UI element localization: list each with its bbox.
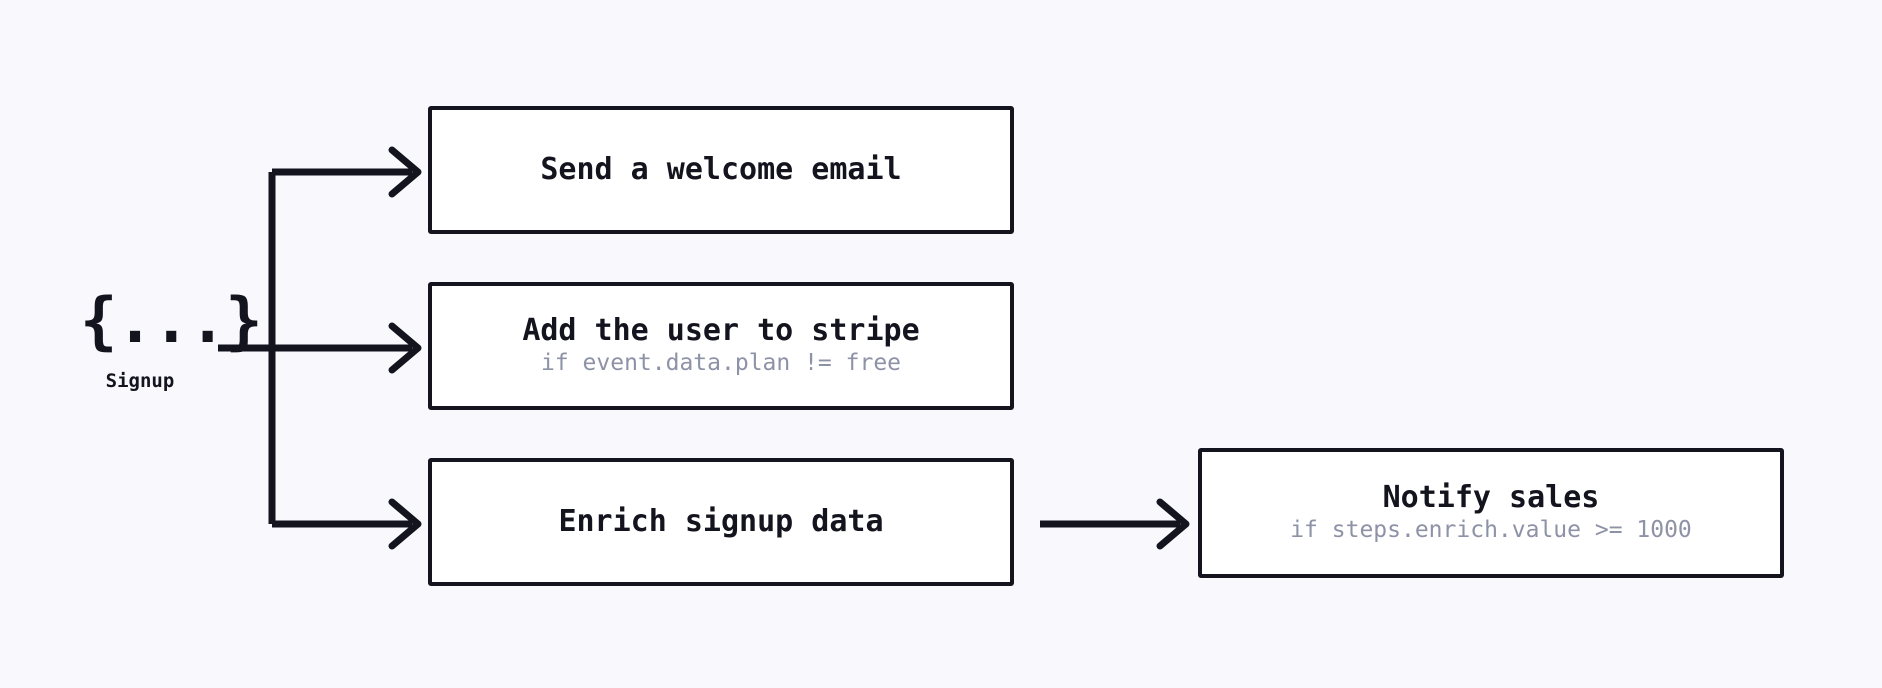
step-condition: if steps.enrich.value >= 1000 (1290, 517, 1692, 544)
step-condition: if event.data.plan != free (540, 350, 902, 377)
step-title: Enrich signup data (558, 503, 884, 539)
step-title: Add the user to stripe (522, 312, 920, 348)
arrowhead-add-user-to-stripe (388, 322, 422, 374)
arrowhead-notify-sales (1156, 498, 1190, 550)
step-title: Notify sales (1382, 479, 1600, 515)
arrowhead-enrich-signup-data (388, 498, 422, 550)
trigger-node-signup[interactable]: {...} Signup (80, 284, 263, 393)
step-node-send-welcome-email[interactable]: Send a welcome email (428, 106, 1014, 234)
step-node-notify-sales[interactable]: Notify sales if steps.enrich.value >= 10… (1198, 448, 1784, 578)
json-braces-icon: {...} (80, 284, 263, 357)
step-node-enrich-signup-data[interactable]: Enrich signup data (428, 458, 1014, 586)
arrowhead-send-welcome-email (388, 146, 422, 198)
trigger-label: Signup (105, 370, 175, 392)
step-node-add-user-to-stripe[interactable]: Add the user to stripe if event.data.pla… (428, 282, 1014, 410)
step-title: Send a welcome email (540, 151, 902, 187)
